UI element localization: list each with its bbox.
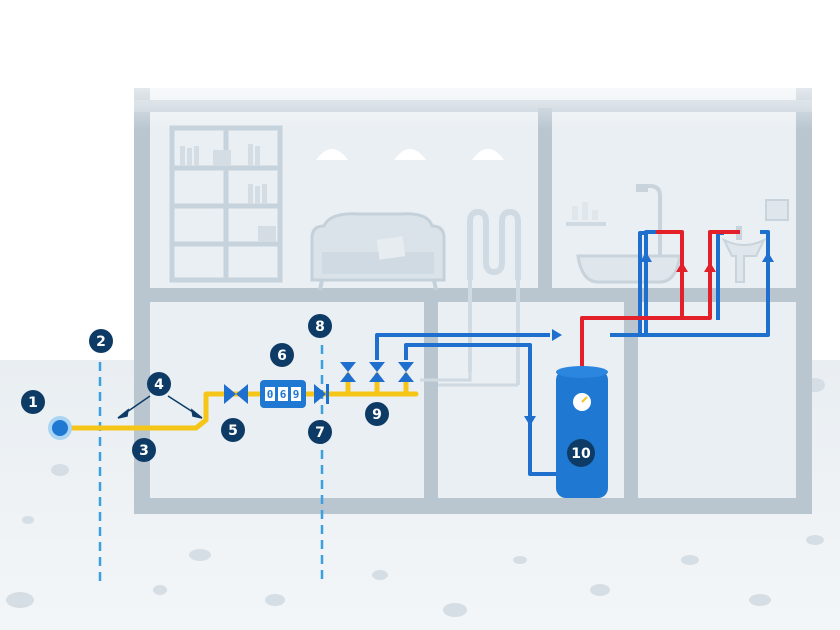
- marker-9-label: 9: [372, 407, 382, 423]
- water-meter: 0 6 9: [260, 380, 306, 408]
- marker-1: 1: [21, 390, 45, 414]
- basement-divider-2: [624, 300, 638, 504]
- marker-2-label: 2: [96, 334, 106, 350]
- floor-slab: [134, 498, 812, 514]
- marker-5-label: 5: [228, 423, 238, 439]
- meter-digit-1: 0: [267, 388, 274, 401]
- upper-divider: [538, 108, 552, 292]
- ground-stones: [6, 378, 825, 617]
- marker-7: 7: [308, 420, 332, 444]
- marker-8-label: 8: [315, 319, 325, 335]
- marker-4-label: 4: [154, 377, 164, 393]
- bathroom: [566, 184, 789, 284]
- marker-3: 3: [132, 438, 156, 462]
- books: [180, 144, 276, 242]
- hot-water-arrows: [676, 262, 716, 272]
- top-fade: [120, 60, 830, 130]
- marker-9: 9: [365, 402, 389, 426]
- basement-divider-1: [424, 300, 438, 504]
- main-valve: [224, 384, 248, 404]
- marker-10: 10: [567, 439, 595, 467]
- meter-digit-2: 6: [280, 388, 287, 401]
- marker-5: 5: [221, 418, 245, 442]
- mid-floor: [134, 288, 812, 302]
- label-4-pointers: [117, 395, 203, 419]
- radiator: [467, 208, 521, 385]
- marker-6: 6: [270, 343, 294, 367]
- sofa: [310, 212, 446, 291]
- cold-water-risers: [644, 230, 770, 335]
- marker-6-label: 6: [277, 348, 287, 364]
- check-valve: [314, 384, 329, 404]
- marker-4: 4: [147, 372, 171, 396]
- marker-2: 2: [89, 329, 113, 353]
- ceiling-lamps: [316, 149, 504, 160]
- marker-10-label: 10: [571, 446, 591, 462]
- marker-1-label: 1: [28, 395, 38, 411]
- connection-point: [52, 420, 68, 436]
- marker-7-label: 7: [315, 425, 325, 441]
- marker-8: 8: [308, 314, 332, 338]
- meter-digit-3: 9: [293, 388, 300, 401]
- radiator-return-pipes: [420, 372, 518, 387]
- water-heater: [556, 366, 608, 498]
- marker-3-label: 3: [139, 443, 149, 459]
- distribution-valves: [340, 362, 414, 382]
- markers: 1 2 3 4 5 6 7 8: [21, 314, 595, 467]
- hot-water-pipes: [580, 230, 740, 370]
